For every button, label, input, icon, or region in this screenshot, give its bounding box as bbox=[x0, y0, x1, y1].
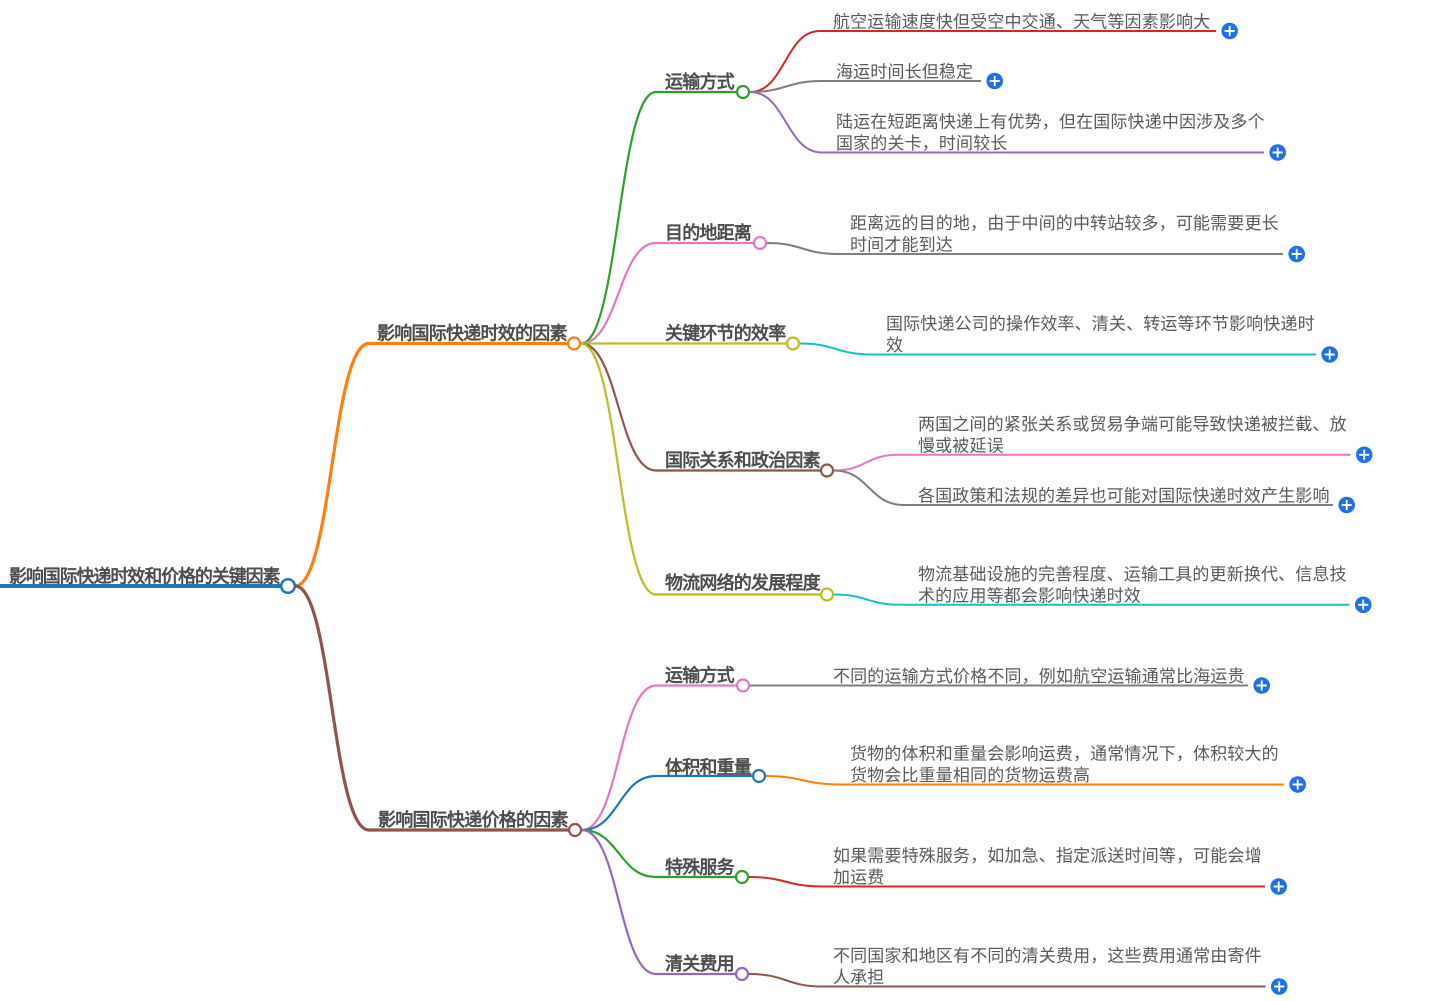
svg-text:关键环节的效率: 关键环节的效率 bbox=[665, 323, 786, 344]
svg-text:物流基础设施的完善程度、运输工具的更新换代、信息技: 物流基础设施的完善程度、运输工具的更新换代、信息技 bbox=[918, 565, 1347, 584]
svg-text:不同国家和地区有不同的清关费用，这些费用通常由寄件: 不同国家和地区有不同的清关费用，这些费用通常由寄件 bbox=[833, 947, 1262, 966]
svg-text:国家的关卡，时间较长: 国家的关卡，时间较长 bbox=[836, 134, 1008, 153]
svg-text:特殊服务: 特殊服务 bbox=[665, 857, 736, 878]
svg-text:影响国际快递时效的因素: 影响国际快递时效的因素 bbox=[377, 323, 567, 344]
svg-text:运输方式: 运输方式 bbox=[665, 71, 735, 92]
svg-text:效: 效 bbox=[886, 336, 903, 355]
svg-text:慢或被延误: 慢或被延误 bbox=[918, 435, 1004, 455]
svg-text:运输方式: 运输方式 bbox=[665, 665, 735, 686]
svg-text:影响国际快递价格的因素: 影响国际快递价格的因素 bbox=[378, 809, 568, 830]
svg-text:陆运在短距离快递上有优势，但在国际快递中因涉及多个: 陆运在短距离快递上有优势，但在国际快递中因涉及多个 bbox=[836, 113, 1265, 132]
svg-text:加运费: 加运费 bbox=[833, 868, 884, 887]
svg-text:清关费用: 清关费用 bbox=[665, 953, 734, 974]
svg-text:如果需要特殊服务，如加急、指定派送时间等，可能会增: 如果需要特殊服务，如加急、指定派送时间等，可能会增 bbox=[833, 847, 1262, 866]
svg-text:各国政策和法规的差异也可能对国际快递时效产生影响: 各国政策和法规的差异也可能对国际快递时效产生影响 bbox=[918, 487, 1330, 506]
svg-text:人承担: 人承担 bbox=[833, 968, 884, 987]
svg-text:物流网络的发展程度: 物流网络的发展程度 bbox=[665, 572, 822, 593]
svg-text:航空运输速度快但受空中交通、天气等因素影响大: 航空运输速度快但受空中交通、天气等因素影响大 bbox=[833, 13, 1210, 32]
svg-text:国际快递公司的操作效率、清关、转运等环节影响快递时: 国际快递公司的操作效率、清关、转运等环节影响快递时 bbox=[886, 315, 1315, 334]
svg-text:货物的体积和重量会影响运费，通常情况下，体积较大的: 货物的体积和重量会影响运费，通常情况下，体积较大的 bbox=[850, 745, 1279, 764]
svg-text:不同的运输方式价格不同，例如航空运输通常比海运贵: 不同的运输方式价格不同，例如航空运输通常比海运贵 bbox=[833, 667, 1245, 686]
svg-text:两国之间的紧张关系或贸易争端可能导致快递被拦截、放: 两国之间的紧张关系或贸易争端可能导致快递被拦截、放 bbox=[918, 415, 1347, 434]
svg-text:海运时间长但稳定: 海运时间长但稳定 bbox=[836, 63, 973, 82]
svg-text:术的应用等都会影响快递时效: 术的应用等都会影响快递时效 bbox=[918, 586, 1141, 605]
svg-text:时间才能到达: 时间才能到达 bbox=[850, 236, 953, 255]
svg-text:影响国际快递时效和价格的关键因素: 影响国际快递时效和价格的关键因素 bbox=[9, 565, 280, 586]
svg-text:体积和重量: 体积和重量 bbox=[665, 757, 752, 778]
svg-text:货物会比重量相同的货物运费高: 货物会比重量相同的货物运费高 bbox=[850, 766, 1090, 785]
svg-text:目的地距离: 目的地距离 bbox=[665, 222, 752, 243]
svg-text:国际关系和政治因素: 国际关系和政治因素 bbox=[665, 450, 821, 471]
svg-text:距离远的目的地，由于中间的中转站较多，可能需要更长: 距离远的目的地，由于中间的中转站较多，可能需要更长 bbox=[850, 214, 1279, 233]
